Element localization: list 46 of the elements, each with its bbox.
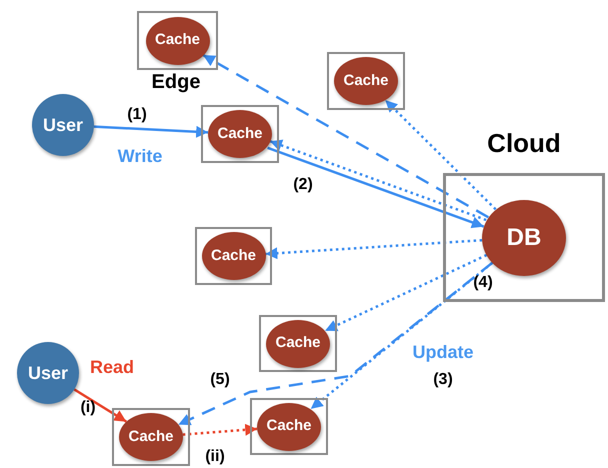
cache-frame [259, 315, 337, 372]
node-label: Cache [266, 416, 312, 436]
step-number: (4) [473, 273, 493, 293]
cache-ellipse [202, 232, 266, 280]
arrow [324, 254, 488, 332]
node-label: User [42, 114, 84, 137]
database-ellipse [482, 200, 566, 276]
cache-frame [195, 227, 272, 285]
node-label: Cache [128, 426, 174, 447]
node-label: Cache [210, 246, 256, 266]
arrow [202, 54, 490, 218]
arrow [178, 262, 494, 426]
cache-frame [137, 11, 218, 70]
arrow [182, 424, 258, 436]
region-label: Cloud [486, 127, 562, 160]
step-number: (1) [127, 105, 147, 125]
node-label: User [28, 362, 68, 385]
step-number: (5) [210, 370, 230, 390]
step-number: (3) [433, 370, 453, 390]
arrow [384, 99, 497, 210]
arrow [310, 262, 494, 410]
node-label: Cache [217, 124, 263, 144]
cache-ellipse [334, 57, 398, 105]
cache-ellipse [119, 413, 183, 461]
arrow [267, 146, 484, 228]
arrow [74, 388, 128, 423]
cache-ellipse [208, 110, 272, 158]
arrow [265, 238, 482, 260]
node-label: Cache [343, 70, 389, 91]
cache-frame [112, 408, 190, 466]
cache-ellipse [257, 402, 321, 450]
cache-frame [250, 398, 328, 455]
arrow [270, 140, 487, 222]
node-label: Cache [154, 30, 200, 50]
cache-ellipse [146, 16, 210, 64]
flow-label: Update [412, 341, 474, 364]
region-label: Edge [152, 70, 200, 95]
step-number: (ii) [205, 447, 225, 467]
step-number: (2) [293, 175, 313, 195]
cache-frame [201, 105, 279, 163]
node-label: DB [506, 222, 542, 252]
arrow [94, 125, 208, 138]
node-label: Cache [275, 333, 321, 354]
step-number: (i) [80, 398, 96, 418]
cache-frame [327, 52, 405, 110]
cache-ellipse [266, 320, 330, 368]
